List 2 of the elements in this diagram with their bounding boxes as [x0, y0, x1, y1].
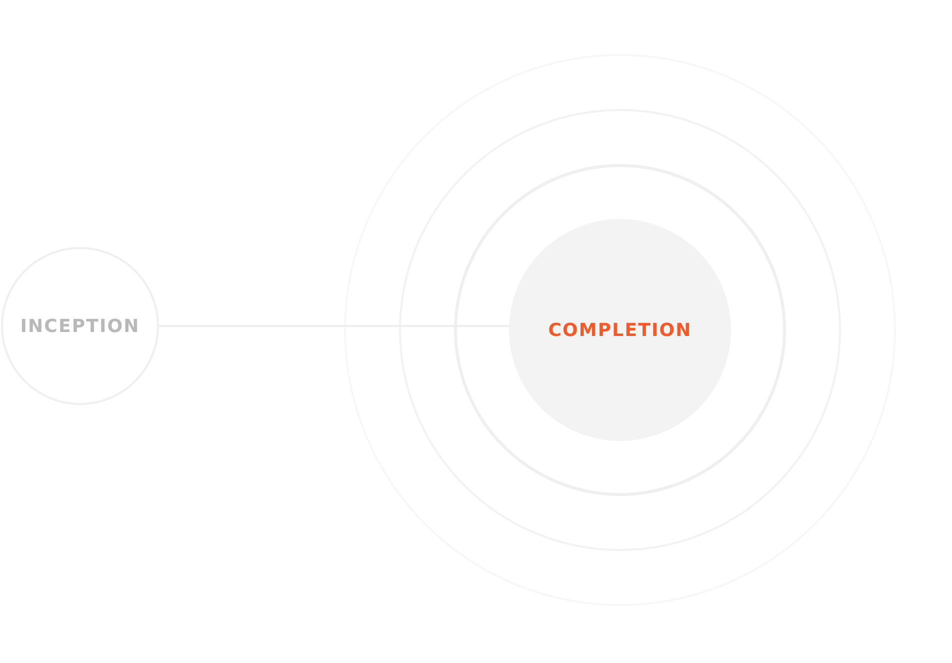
stage-label: COMPLETION [548, 318, 692, 342]
stage-label: INCEPTION [20, 314, 140, 338]
